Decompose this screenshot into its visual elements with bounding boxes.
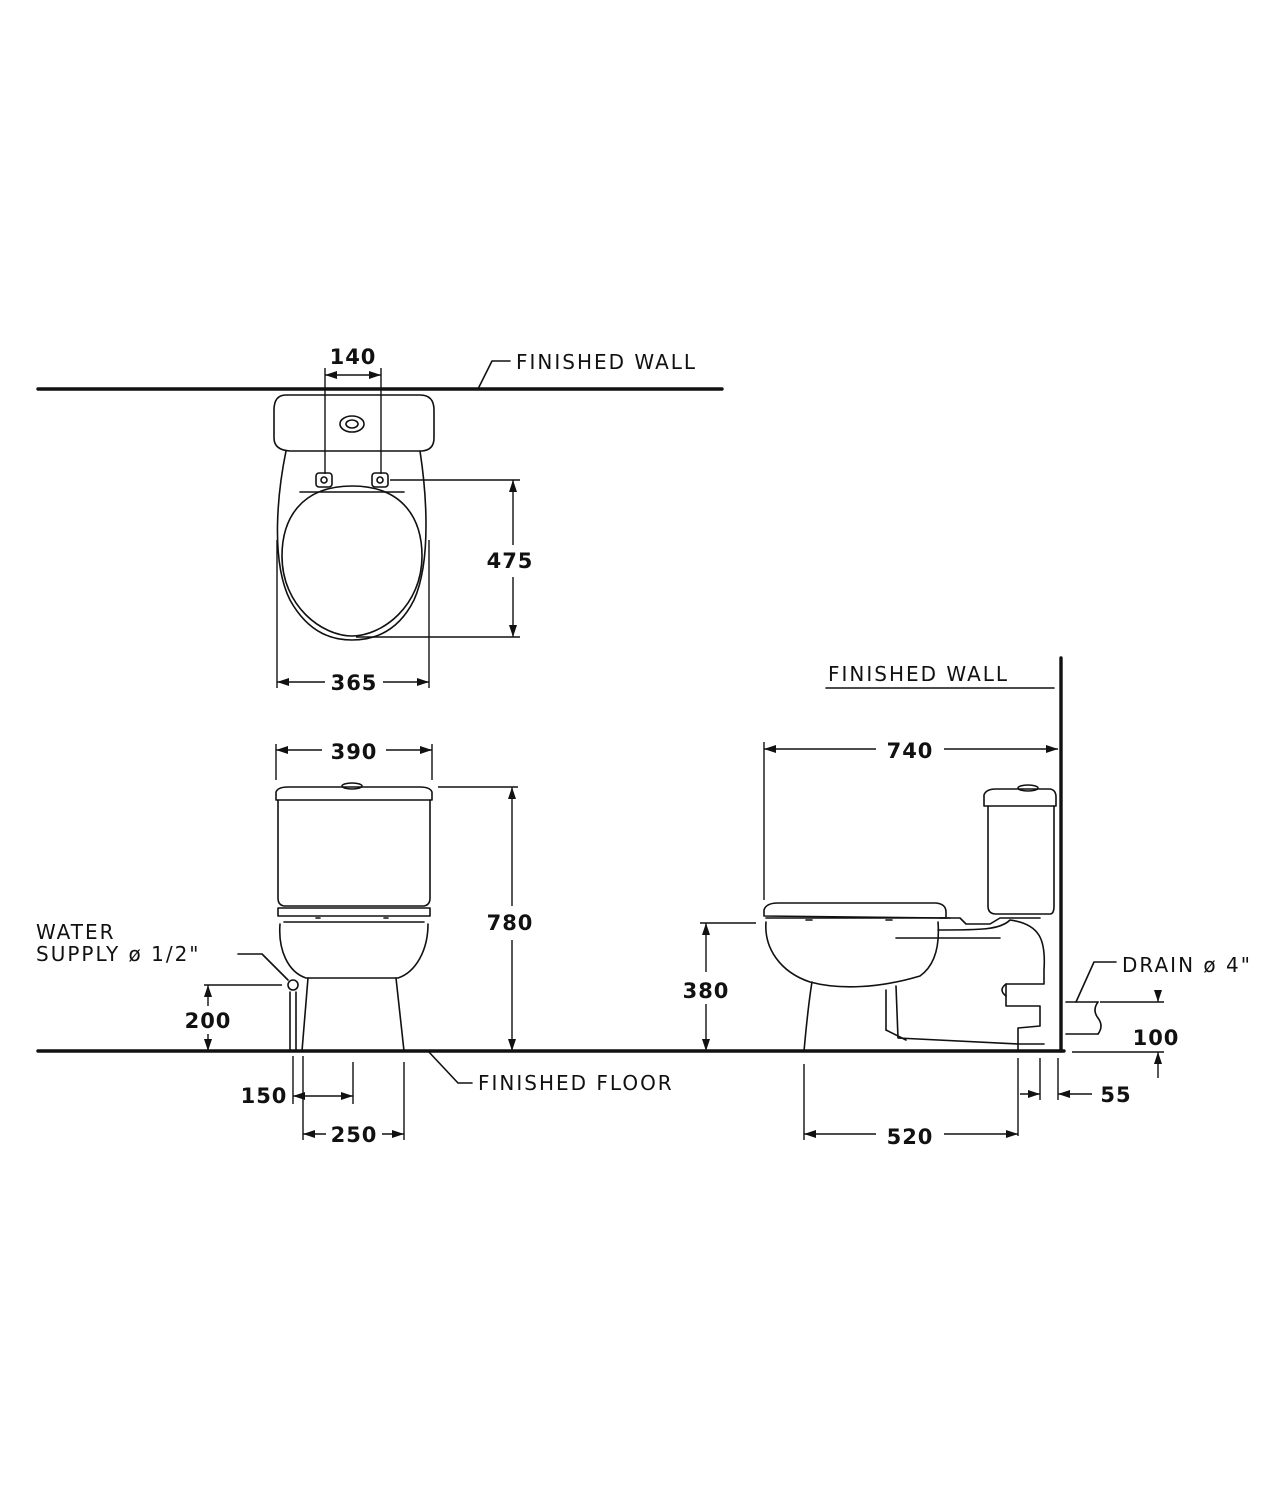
dim-100: 100: [1133, 1026, 1180, 1050]
left-hinge-bolt: [320, 476, 328, 484]
drain-leader: [1075, 961, 1117, 1003]
water-supply-pipe: [287, 979, 299, 991]
top-wall-label: FINISHED WALL: [516, 350, 697, 374]
top-bowl-outer: [276, 450, 427, 641]
side-tank-body: [987, 805, 1055, 915]
dim-200: 200: [185, 1009, 232, 1033]
floor-leader: [427, 1050, 473, 1084]
front-pedestal: [301, 977, 405, 1052]
side-pedestal: [803, 981, 1019, 1052]
side-trapway: [937, 919, 1046, 1045]
front-tank-body: [277, 799, 431, 907]
flush-button-outer: [339, 415, 365, 433]
floor-label: FINISHED FLOOR: [478, 1071, 674, 1095]
dim-250: 250: [331, 1123, 378, 1147]
dim-365: 365: [331, 671, 378, 695]
left-hinge: [315, 472, 333, 488]
side-bowl: [765, 921, 940, 988]
water-supply-label-1: WATER: [36, 920, 116, 944]
side-tank-lid: [983, 788, 1057, 807]
dim-740: 740: [887, 739, 934, 763]
flush-button-inner: [345, 419, 359, 429]
dim-390: 390: [331, 740, 378, 764]
water-supply-leader: [237, 953, 289, 981]
dim-150: 150: [241, 1084, 288, 1108]
top-tank-outline: [273, 394, 435, 452]
top-view: FINISHED WALL 140 475: [36, 345, 724, 695]
dim-475: 475: [487, 549, 534, 573]
right-hinge-bolt: [376, 476, 384, 484]
right-hinge: [371, 472, 389, 488]
dim-55: 55: [1100, 1083, 1131, 1107]
water-supply-label-2: SUPPLY ø 1/2": [36, 942, 201, 966]
drain-label: DRAIN ø 4": [1122, 953, 1252, 977]
top-wall-leader: [477, 360, 511, 390]
dim-520: 520: [887, 1125, 934, 1149]
dim-780: 780: [487, 911, 534, 935]
side-view: FINISHED WALL DRAIN ø 4": [683, 656, 1252, 1149]
front-bowl: [278, 923, 429, 979]
top-seat-outline: [281, 485, 423, 637]
front-view: WATER SUPPLY ø 1/2" 390 780 200 150: [36, 740, 534, 1147]
front-flush-button: [341, 782, 363, 790]
dim-380: 380: [683, 979, 730, 1003]
dim-140: 140: [330, 345, 377, 369]
front-seat: [277, 907, 431, 917]
front-tank-lid: [275, 786, 433, 801]
side-wall-label: FINISHED WALL: [828, 662, 1009, 686]
side-seat: [763, 902, 947, 919]
